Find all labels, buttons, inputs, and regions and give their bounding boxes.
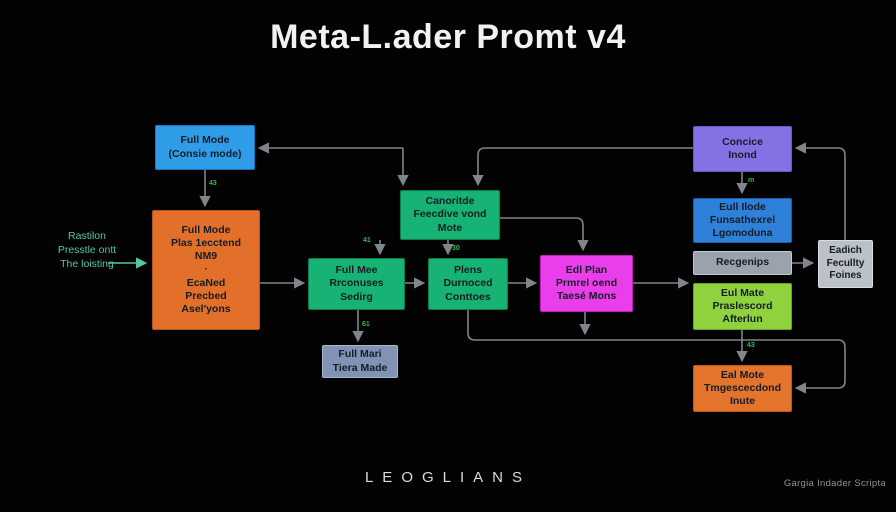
node-label: Concice Inond <box>722 135 763 161</box>
node-label: Full Mode Plas 1ecctend NM9 · EcaNed Pre… <box>170 224 242 315</box>
side-note-text: Rastilon Presstle ontt The loisting <box>57 230 117 271</box>
node-eadich: Eadich Fecullty Foines <box>818 240 873 288</box>
node-full-mee-scoring: Full Mee Rrconuses Sedirg <box>308 258 405 310</box>
edge-label: 30 <box>452 245 460 252</box>
node-label: Eull Ilode Funsathexrel Lgomoduna <box>709 200 776 240</box>
node-candidate-feedive: Canoritde Feecdive vond Mote <box>400 190 500 240</box>
node-label: Canoritde Feecdive vond Mote <box>413 195 487 234</box>
node-eull-ilode: Eull Ilode Funsathexrel Lgomoduna <box>693 198 792 243</box>
edge-label: m <box>748 177 755 184</box>
node-label: Full Mee Rrconuses Sedirg <box>329 264 384 303</box>
node-eul-mate: Eul Mate Praslescord Afterlun <box>693 283 792 330</box>
node-full-mari: Full Mari Tiera Made <box>322 345 398 378</box>
node-label: Full Mari Tiera Made <box>332 348 388 374</box>
node-label: Eal Mote Tmgescecdond Inute <box>703 368 782 408</box>
node-label: Plens Durnoced Conttoes <box>443 264 493 303</box>
node-edl-plan: Edl Plan Prmrel oend Taesé Mons <box>540 255 633 312</box>
edge-label: 43 <box>747 342 755 349</box>
node-label: Edl Plan Prmrel oend Taesé Mons <box>555 263 618 303</box>
node-full-mode-blue: Full Mode (Consie mode) <box>155 125 255 170</box>
node-full-mode-orange: Full Mode Plas 1ecctend NM9 · EcaNed Pre… <box>152 210 260 330</box>
node-plens-conttoes: Plens Durnoced Conttoes <box>428 258 508 310</box>
node-label: Eadich Fecullty Foines <box>826 245 865 282</box>
node-label: Full Mode (Consie mode) <box>168 134 242 160</box>
node-recgenips: Recgenips <box>693 251 792 275</box>
edge-label: 43 <box>209 180 217 187</box>
credit-text: Gargia Indader Scripta <box>783 478 886 489</box>
node-concice: Concice Inond <box>693 126 792 172</box>
brand-wordmark: LEOGLIANS <box>364 469 532 486</box>
node-eal-mote: Eal Mote Tmgescecdond Inute <box>693 365 792 412</box>
node-label: Recgenips <box>715 256 770 269</box>
page-title: Meta-L.ader Promt v4 <box>270 18 626 56</box>
edge-label: 61 <box>362 321 370 328</box>
node-label: Eul Mate Praslescord Afterlun <box>712 286 773 326</box>
edge-label: 41 <box>363 237 371 244</box>
